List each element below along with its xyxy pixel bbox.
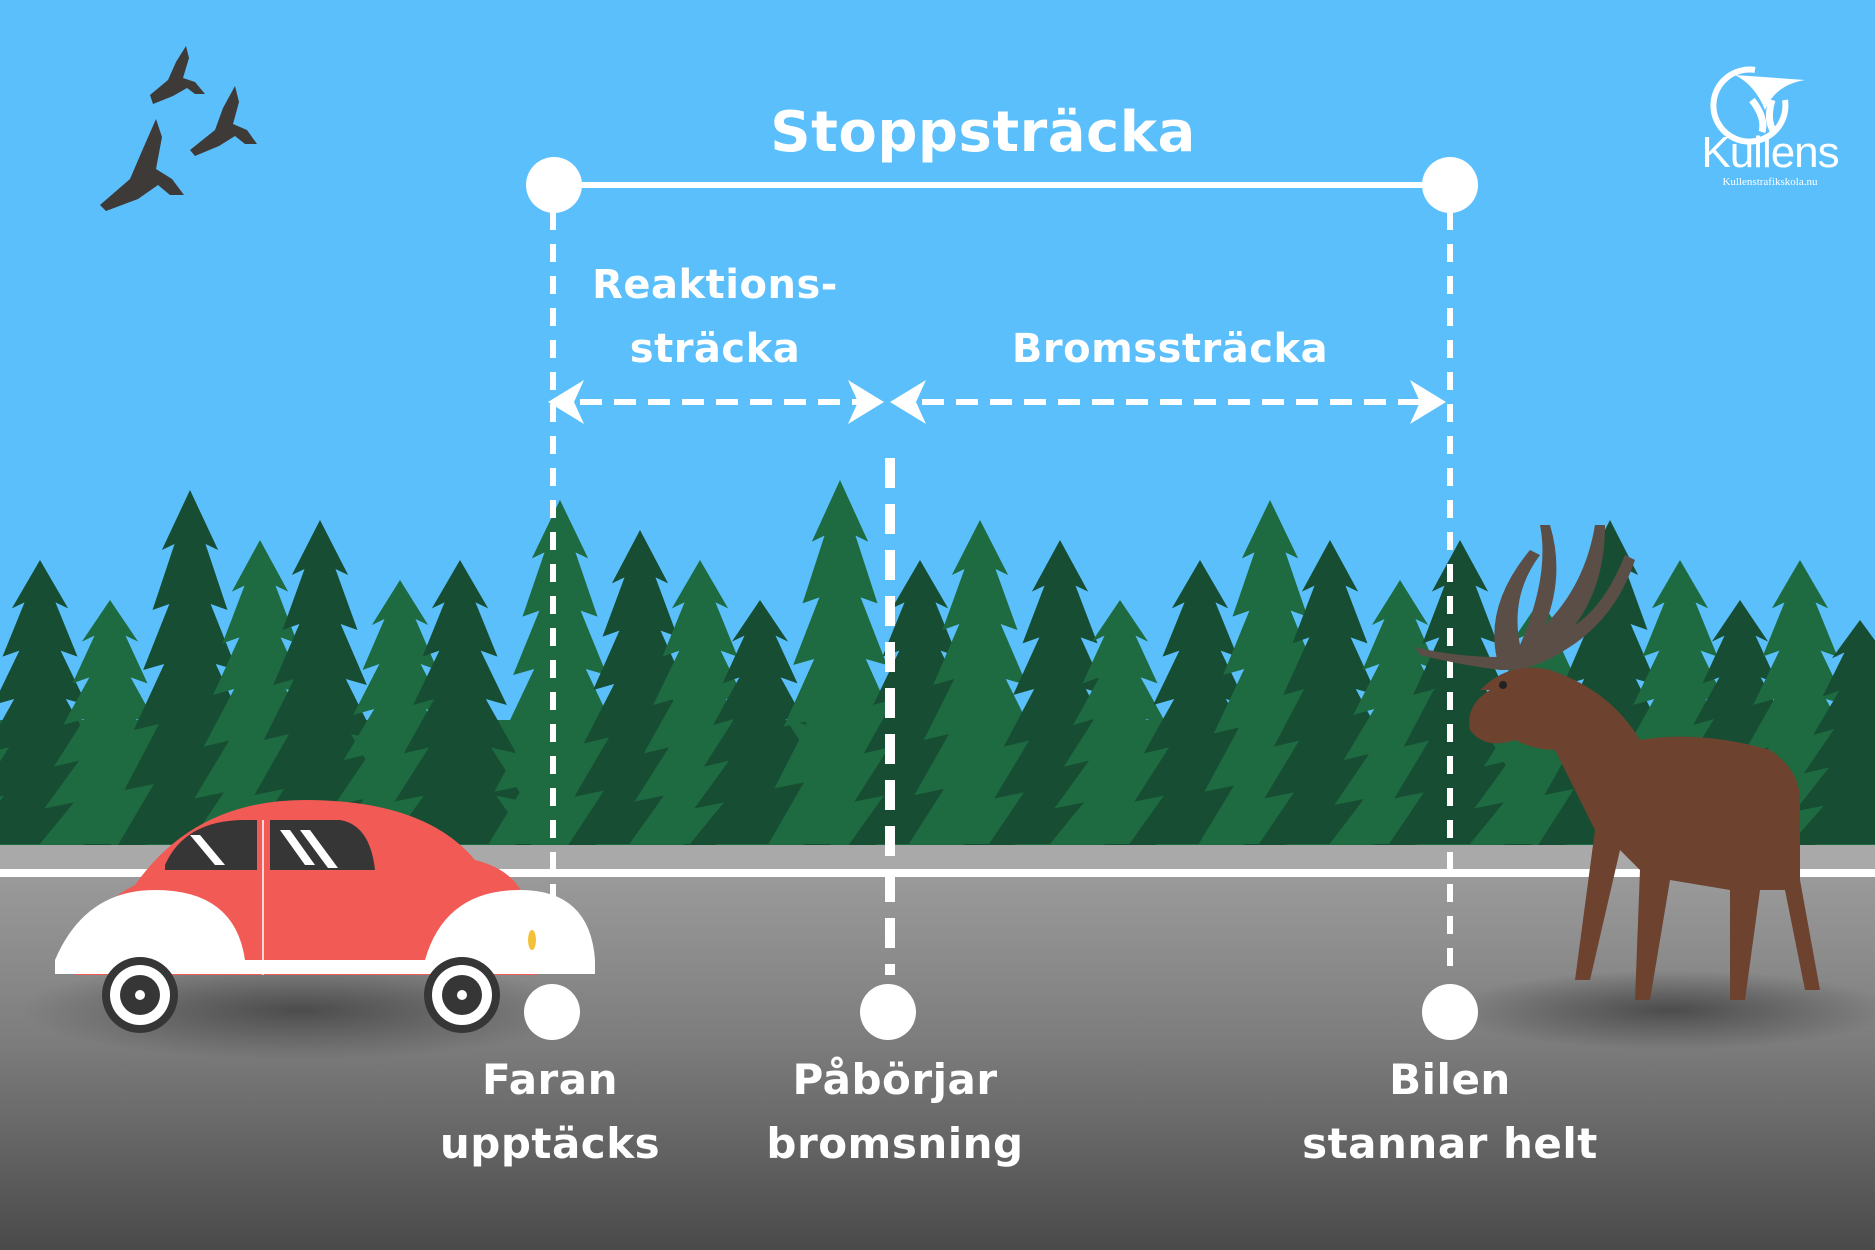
kullens-logo-icon	[1710, 66, 1805, 145]
reaction-distance-arrow	[548, 380, 884, 424]
spruce-tree	[765, 480, 915, 850]
spruce-tree	[685, 600, 835, 850]
stop-end-marker	[1422, 157, 1478, 213]
event-label-line2: upptäcks	[439, 1119, 661, 1168]
event-label-line1: Påbörjar	[792, 1055, 998, 1104]
hazard-detected-marker	[524, 984, 580, 1040]
spruce-tree	[1785, 620, 1875, 850]
road-edge-line	[0, 869, 1875, 877]
event-label-line2: bromsning	[766, 1119, 1024, 1168]
stop-start-marker	[526, 157, 582, 213]
logo-name: Kullens	[1701, 128, 1839, 177]
birds-icon	[100, 46, 257, 211]
reaction-distance-label-line1: Reaktions-	[592, 262, 838, 308]
event-label-line1: Faran	[481, 1055, 619, 1104]
braking-start-marker	[860, 984, 916, 1040]
moose-shadow	[1450, 970, 1875, 1050]
spruce-tree	[245, 520, 395, 850]
braking-distance-label: Bromssträcka	[1011, 326, 1329, 372]
spruce-tree	[1385, 540, 1535, 850]
event-car-stops: Bilen stannar helt	[1260, 1048, 1640, 1176]
reaction-distance-label-line2: sträcka	[629, 326, 801, 372]
spruce-tree	[35, 600, 185, 850]
braking-distance-arrow	[890, 380, 1446, 424]
logo-website: Kullenstrafikskola.nu	[1722, 176, 1818, 188]
spruce-tree	[385, 560, 535, 850]
car-stopped-marker	[1422, 984, 1478, 1040]
stopping-distance-title: Stoppsträcka	[770, 100, 1196, 165]
car-icon	[55, 800, 595, 1033]
event-label-line2: stannar helt	[1302, 1119, 1598, 1168]
event-hazard-detected: Faran upptäcks	[400, 1048, 700, 1176]
moose-icon	[1415, 525, 1820, 1000]
event-label-line1: Bilen	[1389, 1055, 1511, 1104]
event-braking-starts: Påbörjar bromsning	[735, 1048, 1055, 1176]
